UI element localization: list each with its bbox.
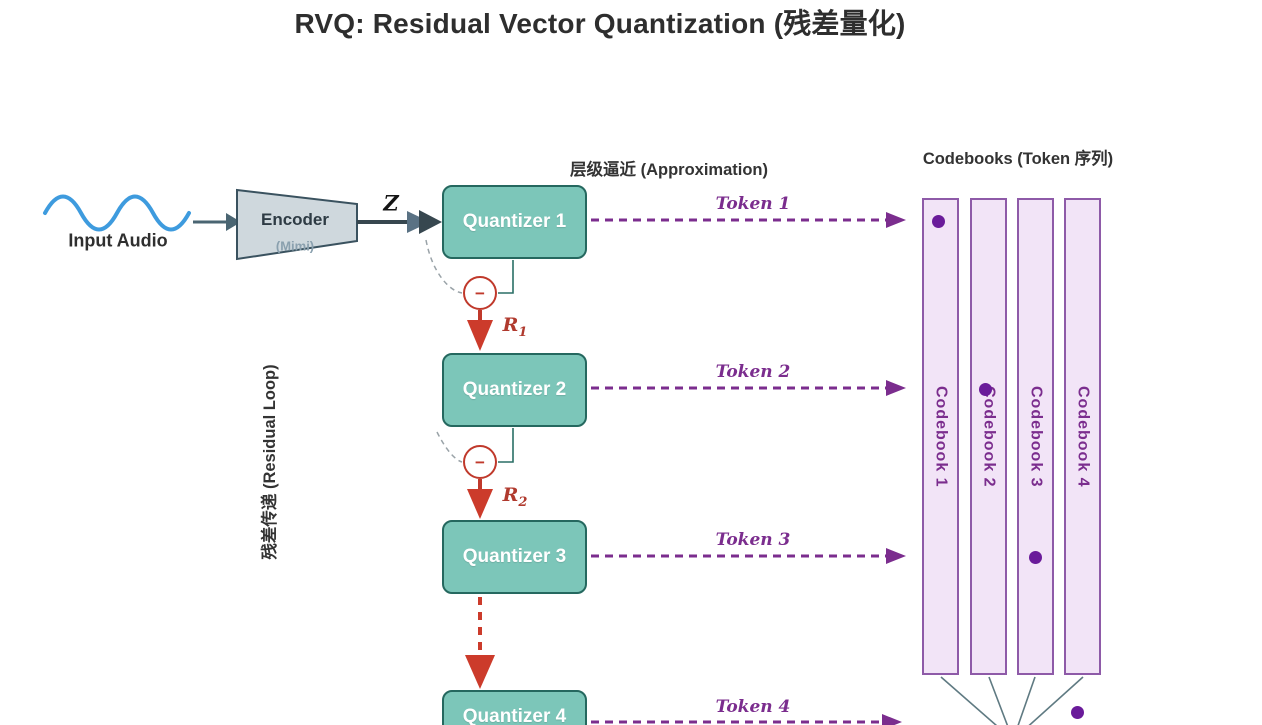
token-2-label: Token 2 xyxy=(715,362,791,382)
codebook-1-label: Codebook 1 xyxy=(932,385,950,488)
curve-to-subtract2 xyxy=(436,431,463,463)
arrowhead-token3 xyxy=(886,548,906,564)
encoder-shape xyxy=(236,188,358,261)
quantizer-3-label: Quantizer 3 xyxy=(462,546,567,567)
quantizer-3-box: Quantizer 3 xyxy=(442,520,587,594)
residual-r2-base: R xyxy=(502,484,519,507)
quantizer-4-label: Quantizer 4 xyxy=(462,706,567,725)
fanline-codebook1 xyxy=(940,676,998,725)
arrowhead-residual1 xyxy=(467,320,493,351)
arrowhead-z-1 xyxy=(407,211,430,233)
token-3-label: Token 3 xyxy=(715,530,791,550)
quantizer-2-box: Quantizer 2 xyxy=(442,353,587,427)
codebook-3-label: Codebook 3 xyxy=(1027,385,1045,488)
subtract-node-2: − xyxy=(463,445,497,479)
fanline-codebook2 xyxy=(988,676,1009,725)
token-4-label: Token 4 xyxy=(715,697,791,717)
arrowhead-token2 xyxy=(886,380,906,396)
encoder-label: Encoder xyxy=(260,210,330,229)
quantizer-1-label: Quantizer 1 xyxy=(462,211,567,232)
codebook-1-box: Codebook 1 xyxy=(922,198,959,675)
page-title: RVQ: Residual Vector Quantization (残差量化) xyxy=(294,8,906,39)
token-dot-codebook4 xyxy=(1071,706,1084,719)
token-1-label: Token 1 xyxy=(715,194,791,214)
input-audio-label: Input Audio xyxy=(68,230,168,251)
arrowhead-input-to-encoder xyxy=(226,213,241,231)
quantizer-1-box: Quantizer 1 xyxy=(442,185,587,259)
latent-z-label: Z xyxy=(383,190,399,216)
residual-label-r2: R2 xyxy=(503,484,528,510)
codebook-4-label: Codebook 4 xyxy=(1074,385,1092,488)
curve-z-to-subtract1 xyxy=(425,239,463,294)
residual-label-r1: R1 xyxy=(503,314,528,340)
subtract-node-1: − xyxy=(463,276,497,310)
codebooks-header: Codebooks (Token 序列) xyxy=(922,150,1114,168)
residual-r1-base: R xyxy=(502,314,519,337)
arrowhead-token1 xyxy=(886,212,906,228)
quantizer-4-box: Quantizer 4 xyxy=(442,690,587,725)
token-dot-codebook1 xyxy=(932,215,945,228)
approximation-header: 层级逼近 (Approximation) xyxy=(570,161,768,179)
residual-r1-sub: 1 xyxy=(518,324,528,340)
connector-q1-to-subtract1 xyxy=(498,260,514,294)
codebook-2-label: Codebook 2 xyxy=(980,385,998,488)
codebook-3-box: Codebook 3 xyxy=(1017,198,1054,675)
quantizer-2-label: Quantizer 2 xyxy=(462,379,567,400)
fanline-codebook4 xyxy=(1028,676,1084,725)
minus-icon: − xyxy=(475,452,485,472)
codebook-4-box: Codebook 4 xyxy=(1064,198,1101,675)
encoder-sublabel: (Mimi) xyxy=(275,238,315,254)
audio-waveform-icon xyxy=(43,194,191,232)
residual-loop-label: 残差传递 (Residual Loop) xyxy=(261,364,279,560)
minus-icon: − xyxy=(475,283,485,303)
arrowhead-z-2 xyxy=(419,210,442,234)
codebook-2-box: Codebook 2 xyxy=(970,198,1007,675)
connector-q2-to-subtract2 xyxy=(498,428,514,463)
token-dot-codebook3 xyxy=(1029,551,1042,564)
residual-r2-sub: 2 xyxy=(518,494,528,510)
arrowhead-token4 xyxy=(882,714,902,725)
fanline-codebook3 xyxy=(1017,676,1036,725)
arrowhead-residual3 xyxy=(465,655,495,689)
arrowhead-residual2 xyxy=(467,489,493,519)
token-dot-codebook2 xyxy=(979,383,992,396)
